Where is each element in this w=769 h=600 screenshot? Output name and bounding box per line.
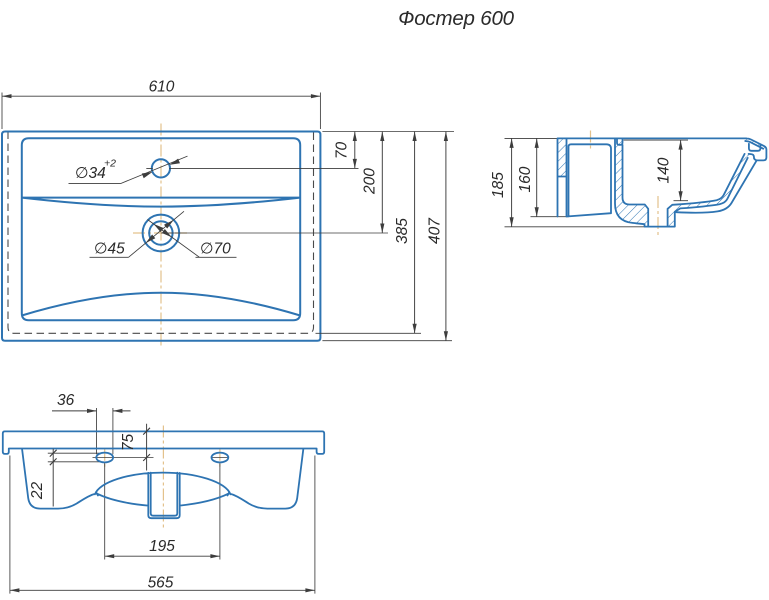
section-dimension-lines [511,138,682,227]
label-faucet-hole-tolerance: +2 [104,158,116,170]
plan-dimension-lines [2,95,447,341]
dim-hole-offset-70: 70 [334,142,351,160]
dim-bowl-depth-140: 140 [656,157,673,183]
front-dimension-arrows [9,408,315,593]
dim-holes-span-195: 195 [149,538,175,555]
dim-back-height-160: 160 [517,166,534,192]
dim-drain-offset-200: 200 [362,168,379,195]
plan-centerlines [133,123,190,348]
drawing-title: Фостер 600 [398,7,515,30]
label-drain-outer: ∅70 [200,241,231,258]
plan-leader-arrows [141,158,180,244]
front-view: 36 75 22 195 565 [1,392,326,594]
plan-hidden-outline [7,131,315,334]
dim-total-depth-407: 407 [427,217,444,244]
plan-extension-lines [1,92,454,342]
front-outline [1,430,326,520]
front-extension-lines [9,408,316,594]
front-dimension-lines [9,410,315,591]
section-extension-lines [504,137,688,228]
label-faucet-hole: ∅34 [75,165,106,182]
plan-view: 610 ∅34 +2 ∅45 ∅70 70 200 385 407 [1,79,454,348]
section-hatching [557,138,767,227]
dim-bottom-width-565: 565 [148,575,174,592]
dim-width-610: 610 [149,79,175,96]
dim-body-depth-385: 385 [394,218,411,244]
section-centerlines [589,130,659,235]
dim-hole-gap-22: 22 [29,482,46,501]
section-view: 185 160 140 [490,130,768,235]
dim-hole-width-36: 36 [57,392,75,409]
dim-total-height-185: 185 [490,172,507,198]
label-drain-inner: ∅45 [94,241,125,258]
dim-hole-from-top-75: 75 [120,434,137,452]
front-dimension-slashes [49,427,151,466]
